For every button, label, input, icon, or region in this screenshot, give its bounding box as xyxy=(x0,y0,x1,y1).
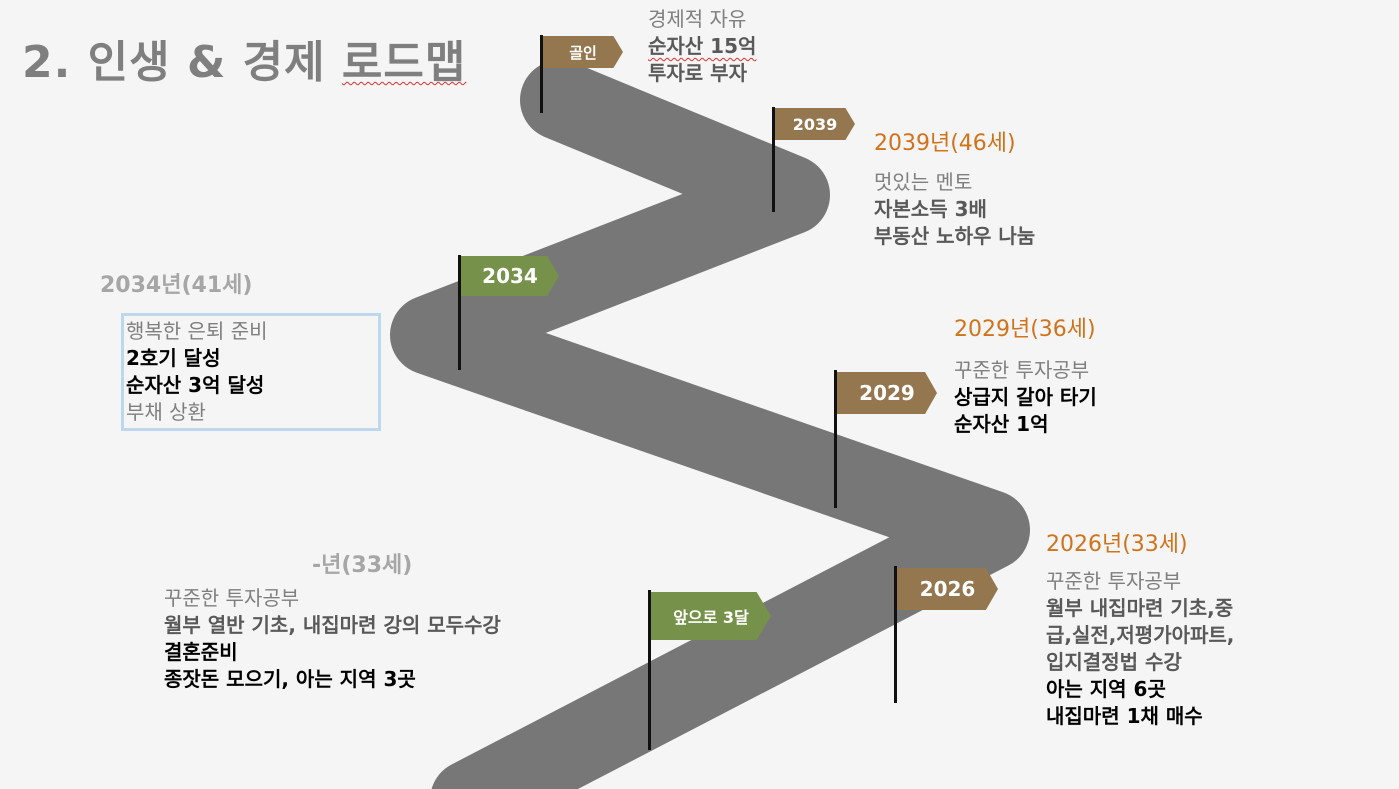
milestone-line: 월부 열반 기초, 내집마련 강의 모두수강 xyxy=(164,613,501,637)
flag-goal: 골인 xyxy=(543,36,623,68)
milestone-2029: 2029년(36세) 꾸준한 투자공부 상급지 갈아 타기 순자산 1억 xyxy=(954,316,1097,438)
flag-2026: 2026 xyxy=(897,568,998,610)
milestone-goal: 경제적 자유 순자산 15억 투자로 부자 xyxy=(648,6,756,87)
milestone-2026: 2026년(33세) 꾸준한 투자공부 월부 내집마련 기초,중 급,실전,저평… xyxy=(1046,531,1234,730)
flag-pole xyxy=(834,370,837,508)
milestone-line: 내집마련 1채 매수 xyxy=(1046,704,1203,728)
milestone-line: 꾸준한 투자공부 xyxy=(1046,569,1182,593)
milestone-line: 순자산 3억 달성 xyxy=(126,373,265,397)
milestone-line: 꾸준한 투자공부 xyxy=(164,586,300,610)
milestone-line: 자본소득 3배 xyxy=(874,197,987,221)
milestone-line: 경제적 자유 xyxy=(648,7,747,31)
milestone-line: 상급지 갈아 타기 xyxy=(954,385,1097,409)
milestone-next3: 꾸준한 투자공부 월부 열반 기초, 내집마련 강의 모두수강 결혼준비 종잣돈… xyxy=(164,585,501,693)
milestone-line: 꾸준한 투자공부 xyxy=(954,358,1090,382)
milestone-line: 급,실전,저평가아파트, xyxy=(1046,623,1235,647)
milestone-line: 부동산 노하우 나눔 xyxy=(874,224,1036,248)
milestone-2039: 2039년(46세) 멋있는 멘토 자본소득 3배 부동산 노하우 나눔 xyxy=(874,130,1035,250)
milestone-line: 종잣돈 모으기, 아는 지역 3곳 xyxy=(164,667,416,691)
flag-pole xyxy=(458,255,461,370)
milestone-line: 순자산 15억 xyxy=(648,34,757,58)
milestone-line: 투자로 부자 xyxy=(648,61,747,85)
milestone-line: 순자산 1억 xyxy=(954,412,1049,436)
flag-pole xyxy=(540,35,543,113)
milestone-line: 아는 지역 6곳 xyxy=(1046,677,1166,701)
milestone-line: 월부 내집마련 기초,중 xyxy=(1046,596,1234,620)
page-title: 2. 인생 & 경제 로드맵 xyxy=(22,37,467,88)
milestone-line: 행복한 은퇴 준비 xyxy=(126,319,268,343)
milestone-line: 결혼준비 xyxy=(164,640,238,664)
flag-2039: 2039 xyxy=(775,108,855,140)
milestone-heading: 2026년(33세) xyxy=(1046,532,1188,557)
milestone-heading: 2029년(36세) xyxy=(954,317,1096,342)
milestone-2034: 행복한 은퇴 준비 2호기 달성 순자산 3억 달성 부채 상환 xyxy=(126,318,268,426)
flag-pole xyxy=(894,566,897,703)
flag-next-3-months: 앞으로 3달 xyxy=(651,592,771,640)
flag-2029: 2029 xyxy=(837,372,937,414)
milestone-2034-box xyxy=(121,313,381,431)
milestone-heading-2034: 2034년(41세) xyxy=(100,273,253,298)
flag-pole xyxy=(648,590,651,750)
milestone-line: 2호기 달성 xyxy=(126,346,221,370)
milestone-line: 입지결정법 수강 xyxy=(1046,650,1182,674)
milestone-heading: 2039년(46세) xyxy=(874,131,1016,156)
milestone-line: 멋있는 멘토 xyxy=(874,170,973,194)
milestone-line: 부채 상환 xyxy=(126,400,206,424)
milestone-heading-next3: -년(33세) xyxy=(312,553,413,578)
flag-2034: 2034 xyxy=(461,256,559,296)
flag-pole xyxy=(772,107,775,212)
